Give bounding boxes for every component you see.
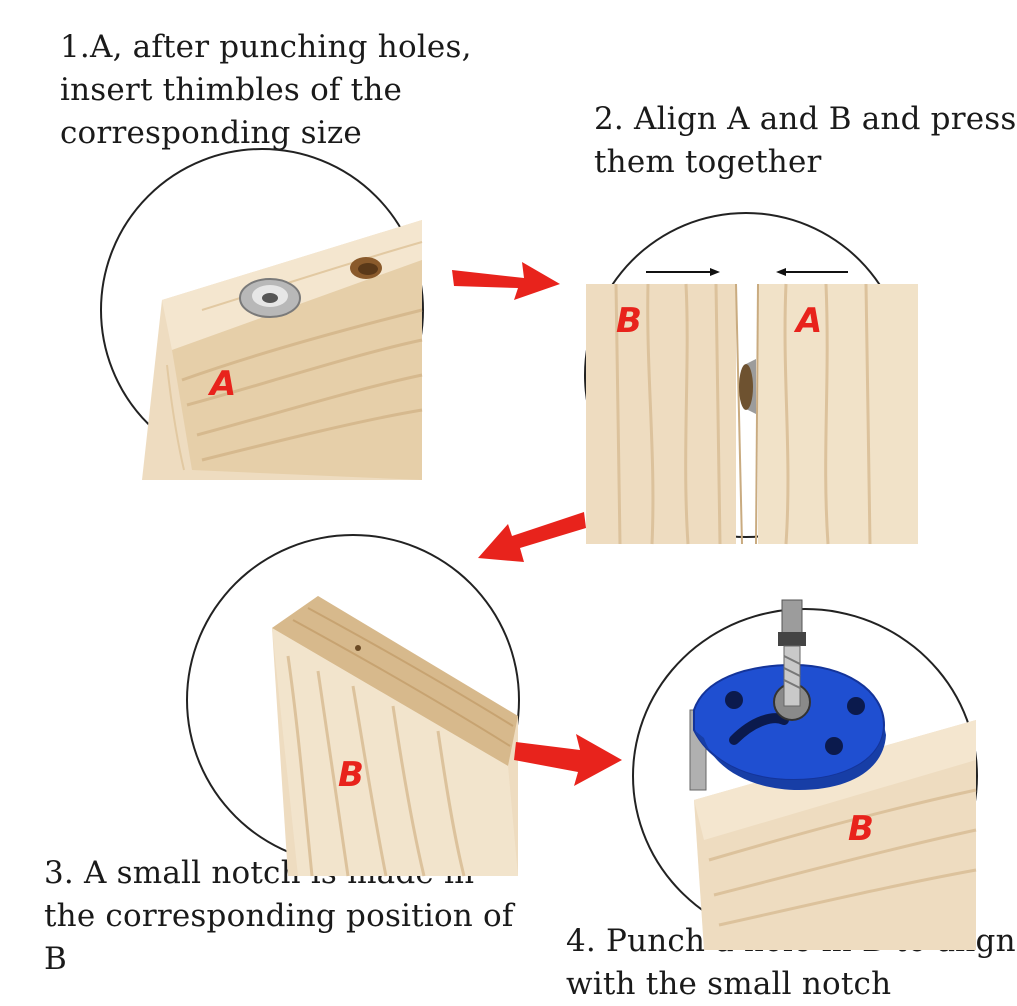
caption-line: the corresponding position of: [44, 898, 514, 934]
step-4-illustration: B: [632, 599, 978, 950]
step-1-caption: 1.A, after punching holes, insert thimbl…: [60, 26, 472, 155]
step-2-illustration: B A: [584, 212, 918, 545]
doweling-jig: [689, 663, 886, 791]
step-3-illustration: B: [186, 534, 520, 877]
board-label-b: B: [338, 755, 364, 795]
board-label-a: A: [793, 301, 822, 341]
jig-drilling-image: B: [689, 599, 977, 950]
red-arrow-icon: [514, 734, 624, 790]
caption-line: them together: [594, 144, 822, 180]
boards-pressing-image: B A: [586, 268, 918, 545]
caption-line: corresponding size: [60, 115, 362, 151]
caption-line: with the small notch: [566, 966, 892, 1002]
caption-line: 1.A, after punching holes,: [60, 29, 472, 65]
board-label-b: B: [848, 809, 874, 849]
caption-line: 2. Align A and B and press: [594, 101, 1017, 137]
board-label-a: A: [207, 364, 236, 404]
caption-line: insert thimbles of the: [60, 72, 403, 108]
black-arrow-icon: [646, 268, 720, 276]
red-arrow-icon: [478, 506, 588, 566]
step-1-illustration: A: [100, 148, 424, 480]
caption-line: B: [44, 941, 67, 977]
step-2-caption: 2. Align A and B and press them together: [594, 98, 1017, 184]
board-a-with-thimble-image: A: [142, 220, 423, 480]
board-label-b: B: [616, 301, 642, 341]
red-arrow-icon: [452, 252, 562, 302]
black-arrow-icon: [776, 268, 848, 276]
board-b-notch-image: B: [272, 596, 518, 877]
